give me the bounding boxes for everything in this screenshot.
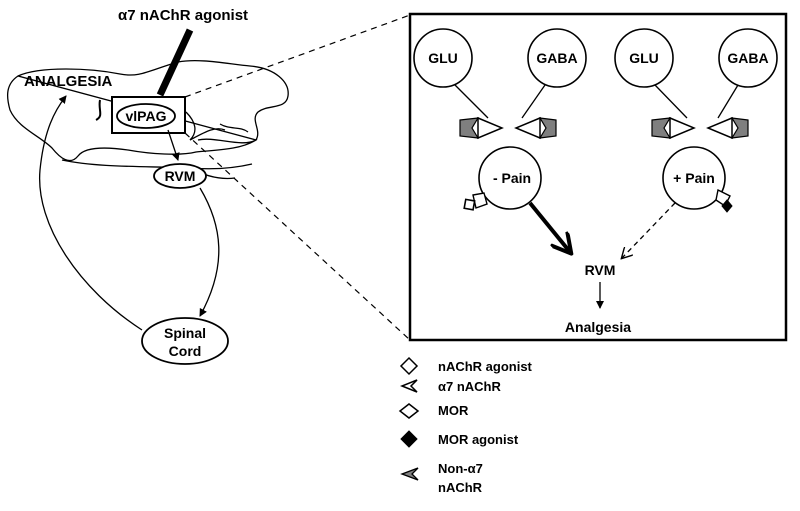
legend-label-non-a7-line1: Non-α7 xyxy=(438,461,483,476)
plus-pain-to-rvm-arrow xyxy=(622,202,676,258)
inset-analgesia-label: Analgesia xyxy=(565,319,631,335)
brain-schematic: α7 nAChR agonist ANALGESIA vlPAG RVM Spi… xyxy=(6,7,289,365)
glu-terminal xyxy=(477,116,504,140)
mor-agonist-icon xyxy=(721,199,733,213)
open-chevron-receptor-icon xyxy=(399,379,418,393)
synapse-right-glu xyxy=(651,116,696,140)
neuron-label-glu-left: GLU xyxy=(428,50,458,66)
cerebellum-contour xyxy=(185,111,249,141)
legend-item-nachr-agonist: nAChR agonist xyxy=(399,356,533,376)
legend: nAChR agonist α7 nAChR MOR MOR agonist N… xyxy=(398,356,533,495)
minus-pain-label: - Pain xyxy=(493,170,531,186)
spinal-cord-label-2: Cord xyxy=(169,343,202,359)
legend-label-nachr-agonist: nAChR agonist xyxy=(438,359,533,374)
non-a7-receptor-icon xyxy=(651,117,672,139)
synapse-left-gaba xyxy=(514,116,557,140)
synapse-right-gaba xyxy=(706,116,749,140)
neuron-label-gaba-right: GABA xyxy=(727,50,768,66)
agonist-label: α7 nAChR agonist xyxy=(118,7,248,24)
axon-gaba-left xyxy=(521,84,546,119)
gray-chevron-receptor-icon xyxy=(400,467,419,481)
gaba-terminal xyxy=(514,116,541,140)
non-a7-receptor-icon xyxy=(730,117,749,139)
spinal-cord-node xyxy=(141,317,229,365)
vlpag-node xyxy=(116,103,176,129)
open-diamond-icon xyxy=(399,356,419,376)
neuron-glu-left xyxy=(413,28,473,88)
mor-receptor-icon xyxy=(472,192,488,209)
neuron-label-glu-right: GLU xyxy=(629,50,659,66)
rvm-to-spinal-arrow xyxy=(199,187,220,317)
spinal-cord-label-1: Spinal xyxy=(164,325,206,341)
analgesia-label: ANALGESIA xyxy=(24,73,113,90)
inset-rvm-label: RVM xyxy=(585,262,616,278)
plus-pain-label: + Pain xyxy=(673,170,715,186)
synapse-left-glu xyxy=(459,116,504,140)
vlpag-to-rvm-arrow xyxy=(167,129,180,161)
legend-label-a7-nachr: α7 nAChR xyxy=(438,379,501,394)
filled-diamond-icon xyxy=(400,430,418,448)
legend-label-non-a7-line2: nAChR xyxy=(438,480,483,495)
axon-glu-left xyxy=(454,84,489,119)
neuron-label-gaba-left: GABA xyxy=(536,50,577,66)
glu-terminal xyxy=(669,116,696,140)
neuron-gaba-left xyxy=(527,28,587,88)
inset-panel: GLU GABA GLU GABA - Pain xyxy=(408,12,788,342)
aqueduct-mark xyxy=(95,99,102,121)
neuron-glu-right xyxy=(614,28,674,88)
legend-item-mor-agonist: MOR agonist xyxy=(400,430,519,448)
non-a7-receptor-icon xyxy=(459,117,480,139)
spinal-to-analgesia-arrow xyxy=(39,95,143,331)
plus-pain-neuron xyxy=(662,146,726,210)
zoom-line-top xyxy=(184,14,411,98)
legend-item-mor: MOR xyxy=(398,403,469,419)
rvm-node xyxy=(153,163,207,189)
minus-pain-to-rvm-arrow xyxy=(528,201,570,252)
brainstem-contour xyxy=(61,159,253,170)
non-a7-receptor-icon xyxy=(538,117,557,139)
gaba-terminal xyxy=(706,116,733,140)
legend-label-mor: MOR xyxy=(438,403,469,418)
axon-gaba-right xyxy=(717,84,739,119)
vlpag-label: vlPAG xyxy=(126,108,167,124)
legend-label-mor-agonist: MOR agonist xyxy=(438,432,519,447)
rvm-label: RVM xyxy=(165,168,196,184)
minus-pain-neuron xyxy=(478,146,542,210)
zoom-line-bottom xyxy=(184,132,411,341)
nachr-agonist-icon xyxy=(463,198,476,211)
axon-glu-right xyxy=(654,84,688,119)
brain-outline xyxy=(6,60,289,162)
neuron-gaba-right xyxy=(718,28,778,88)
open-diamond-receptor-icon xyxy=(398,403,420,419)
legend-item-a7-nachr: α7 nAChR xyxy=(399,379,501,394)
legend-item-non-a7-nachr: Non-α7 nAChR xyxy=(400,461,483,495)
